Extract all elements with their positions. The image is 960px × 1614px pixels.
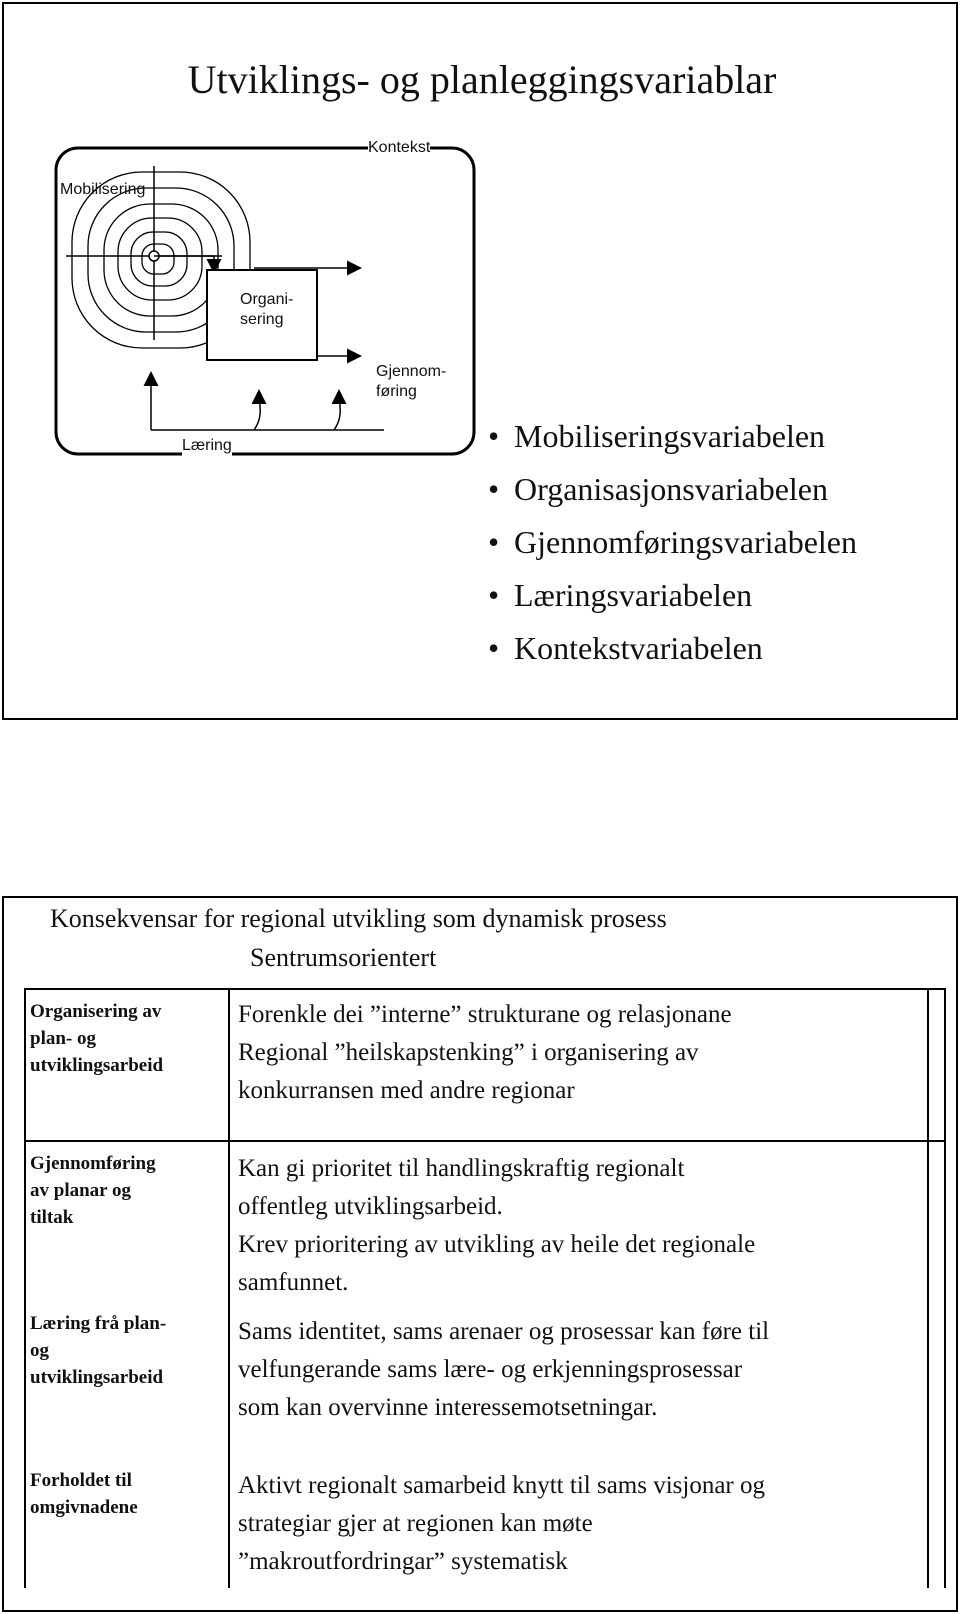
bullet-item: Gjennomføringsvariabelen (488, 516, 857, 569)
row-label-laering: Læring frå plan- og utviklingsarbeid (30, 1310, 220, 1391)
row-label-line: utviklingsarbeid (30, 1367, 164, 1388)
row-label-line: utviklingsarbeid (30, 1055, 164, 1076)
slide-2 (2, 896, 958, 1612)
bullet-item: Kontekstvariabelen (488, 622, 857, 675)
table-right-inner-border (927, 988, 929, 1588)
bullet-item: Organisasjonsvariabelen (488, 463, 857, 516)
table-top-border (24, 988, 946, 990)
slide-1: Utviklings- og planleggingsvariablar (2, 2, 958, 720)
row-label-forholdet: Forholdet til omgivnadene (30, 1467, 220, 1521)
organisering-label: Organi- sering (240, 290, 293, 330)
row-text-line: Krev prioritering av utvikling av heile … (238, 1231, 756, 1258)
row-text-line: Kan gi prioritet til handlingskraftig re… (238, 1155, 685, 1182)
process-diagram: Kontekst Mobilisering Organi- sering Gje… (54, 138, 484, 464)
gjennomforing-label-line1: Gjennom- (376, 363, 447, 380)
row-text-forholdet: Aktivt regionalt samarbeid knytt til sam… (238, 1467, 918, 1581)
row-text-gjennomforing: Kan gi prioritet til handlingskraftig re… (238, 1150, 918, 1302)
table-right-border (944, 988, 946, 1588)
context-frame (54, 146, 476, 456)
row-text-line: ”makroutfordringar” systematisk (238, 1548, 568, 1575)
process-diagram-graphic (54, 146, 476, 456)
row-label-line: omgivnadene (30, 1497, 138, 1518)
gjennomforing-label: Gjennom- føring (376, 362, 446, 402)
slide-2-heading: Konsekvensar for regional utvikling som … (50, 904, 667, 933)
row-text-organisering: Forenkle dei ”interne” strukturane og re… (238, 996, 918, 1110)
bullet-item: Læringsvariabelen (488, 569, 857, 622)
kontekst-label: Kontekst (368, 138, 431, 158)
table-left-border (24, 988, 26, 1588)
row-text-line: Aktivt regionalt samarbeid knytt til sam… (238, 1472, 766, 1499)
table-column-divider (228, 988, 230, 1588)
organisering-label-line2: sering (240, 311, 284, 328)
row-label-line: av planar og (30, 1180, 132, 1201)
row-label-line: Gjennomføring (30, 1153, 156, 1174)
gjennomforing-label-line2: føring (376, 383, 417, 400)
slide-title: Utviklings- og planleggingsvariablar (187, 57, 777, 102)
variable-list: Mobiliseringsvariabelen Organisasjonsvar… (488, 410, 857, 675)
row-text-line: Regional ”heilskapstenking” i organiseri… (238, 1039, 699, 1066)
row-label-line: Forholdet til (30, 1470, 132, 1491)
organisering-box (206, 269, 318, 361)
row-label-line: og (30, 1340, 49, 1361)
row-text-line: strategiar gjer at regionen kan møte (238, 1510, 593, 1537)
laering-label: Læring (182, 436, 232, 456)
organisering-label-line1: Organi- (240, 291, 294, 308)
table-row-divider (24, 1140, 946, 1142)
row-text-laering: Sams identitet, sams arenaer og prosessa… (238, 1313, 918, 1427)
row-label-line: tiltak (30, 1207, 74, 1228)
row-text-line: samfunnet. (238, 1269, 349, 1296)
bullet-item: Mobiliseringsvariabelen (488, 410, 857, 463)
row-label-line: Læring frå plan- (30, 1313, 167, 1334)
row-text-line: offentleg utviklingsarbeid. (238, 1193, 503, 1220)
row-text-line: konkurransen med andre regionar (238, 1077, 575, 1104)
row-label-organisering: Organisering av plan- og utviklingsarbei… (30, 998, 220, 1079)
row-label-gjennomforing: Gjennomføring av planar og tiltak (30, 1150, 220, 1231)
row-text-line: Sams identitet, sams arenaer og prosessa… (238, 1318, 770, 1345)
row-text-line: Forenkle dei ”interne” strukturane og re… (238, 1001, 732, 1028)
slide-2-subheading: Sentrumsorientert (250, 943, 437, 972)
mobilisering-label: Mobilisering (60, 181, 146, 198)
row-label-line: Organisering av (30, 1001, 162, 1022)
row-text-line: som kan overvinne interessemotsetningar. (238, 1394, 658, 1421)
row-text-line: velfungerande sams lære- og erkjenningsp… (238, 1356, 743, 1383)
row-label-line: plan- og (30, 1028, 96, 1049)
